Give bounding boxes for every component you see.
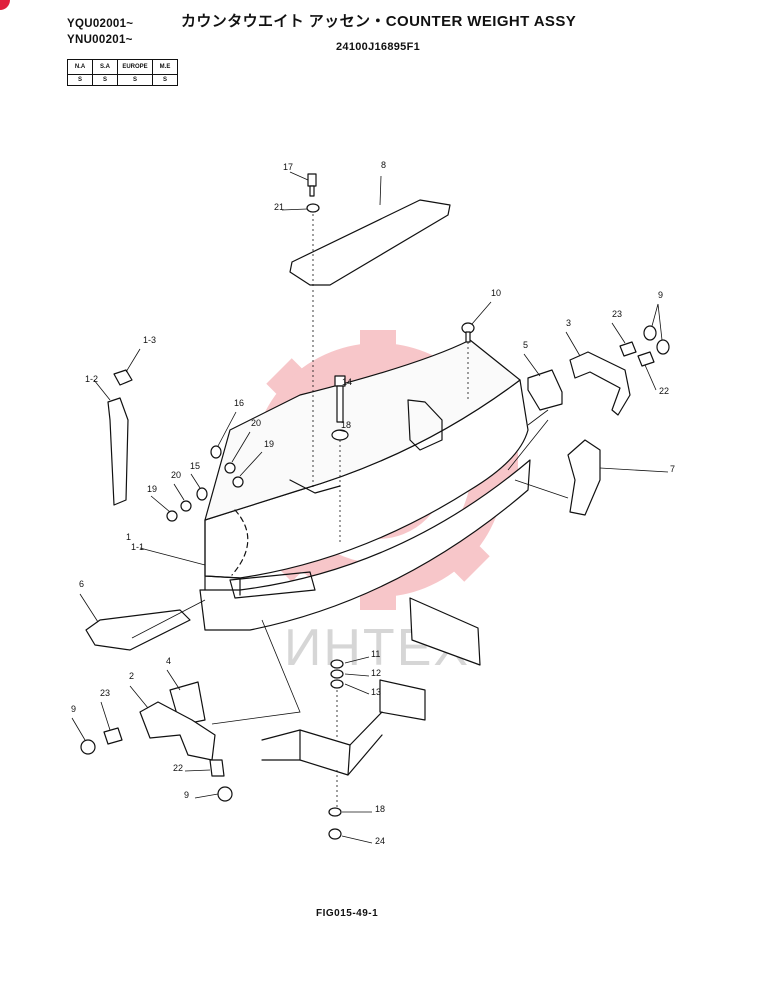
callout-label-7: 7	[670, 464, 675, 474]
part-code: 24100J16895F1	[336, 41, 421, 53]
plate-6	[85, 609, 191, 651]
callout-label-9: 9	[71, 704, 76, 714]
bolt-15	[196, 487, 208, 501]
callout-label-14: 14	[342, 377, 352, 387]
block-1-3	[113, 369, 133, 386]
counterweight-front-face	[204, 519, 241, 596]
washer-18-bottom	[328, 807, 342, 817]
washer-19-lower	[166, 510, 178, 522]
callout-label-18: 18	[375, 804, 385, 814]
callout-label-1-1: 1-1	[131, 542, 144, 552]
leader-lines	[71, 171, 669, 844]
callout-label-9: 9	[658, 290, 663, 300]
frame-rail-left	[261, 711, 383, 776]
callout-label-6: 6	[79, 579, 84, 589]
alignment-lines	[312, 214, 469, 808]
callout-label-20: 20	[251, 418, 261, 428]
callout-label-22: 22	[173, 763, 183, 773]
counterweight-recess	[229, 571, 316, 599]
liner-1-2	[107, 397, 129, 506]
frame-rail-center	[299, 729, 351, 776]
callout-label-24: 24	[375, 836, 385, 846]
serial-range-1: YQU02001~	[67, 18, 134, 30]
washer-20-lower	[180, 500, 192, 512]
counterweight-top-step	[289, 479, 341, 494]
counterweight-top	[204, 339, 521, 521]
bracket-7	[567, 439, 601, 516]
callout-label-2: 2	[129, 671, 134, 681]
callout-label-20: 20	[171, 470, 181, 480]
washer-19-upper	[232, 476, 244, 488]
shim-12	[330, 669, 344, 679]
washer-21	[306, 203, 320, 213]
nut-9-right-a	[643, 325, 657, 341]
bolt-22-left	[209, 759, 225, 777]
counterweight-lower-band	[199, 459, 531, 631]
callout-label-11: 11	[371, 649, 380, 659]
callout-label-23: 23	[100, 688, 110, 698]
frame-rail-right	[379, 679, 426, 721]
callout-label-18: 18	[341, 420, 351, 430]
callout-label-1: 1	[126, 532, 131, 542]
callout-label-1-3: 1-3	[143, 335, 156, 345]
corner-mark	[0, 0, 10, 10]
callout-label-19: 19	[147, 484, 157, 494]
bracket-5	[527, 369, 563, 411]
bolt-17	[307, 173, 317, 187]
callout-label-4: 4	[166, 656, 171, 666]
callout-label-17: 17	[283, 162, 293, 172]
bolt-16	[210, 445, 222, 459]
callout-label-13: 13	[371, 687, 381, 697]
callout-label-12: 12	[371, 668, 381, 678]
callout-label-15: 15	[190, 461, 200, 471]
market-table: N.A S.A EUROPE M.E S S S S	[67, 59, 178, 86]
nut-9-left	[80, 739, 96, 755]
nut-9-right-b	[656, 339, 670, 355]
callout-label-23: 23	[612, 309, 622, 319]
counterweight-slot	[407, 399, 443, 451]
shim-13	[330, 679, 344, 689]
callout-label-3: 3	[566, 318, 571, 328]
callout-label-19: 19	[264, 439, 274, 449]
callout-label-8: 8	[381, 160, 386, 170]
nut-9-bottom	[217, 786, 233, 802]
bolt-22-right	[637, 351, 655, 367]
page-title: カウンタウエイト アッセン・COUNTER WEIGHT ASSY	[181, 13, 577, 30]
hidden-edge	[231, 509, 249, 576]
shim-11	[330, 659, 344, 669]
callout-label-10: 10	[491, 288, 501, 298]
callout-labels: 17 8 21 10 9 23 3 5 22 1-3 1-2 14 16 18 20 19 15 20 19 7 11-…	[71, 160, 675, 846]
serial-range-2: YNU00201~	[67, 34, 133, 46]
callout-label-5: 5	[523, 340, 528, 350]
cap-10-stem	[465, 331, 471, 343]
bolt-14-shank	[336, 385, 344, 423]
callout-label-1-2: 1-2	[85, 374, 98, 384]
callout-label-22: 22	[659, 386, 669, 396]
bracket-3	[569, 351, 631, 416]
nut-24	[328, 828, 342, 840]
callout-label-21: 21	[274, 202, 284, 212]
callout-label-9: 9	[184, 790, 189, 800]
bolt-17-shank	[309, 185, 315, 197]
bolt-23-left	[103, 727, 123, 745]
frame-beam	[409, 597, 481, 666]
callout-label-16: 16	[234, 398, 244, 408]
bolt-23-right	[619, 341, 637, 357]
figure-id: FIG015-49-1	[316, 908, 379, 919]
washer-20-upper	[224, 462, 236, 474]
top-cover-plate	[289, 199, 451, 286]
market-value-na: S	[67, 74, 93, 86]
market-value-me: S	[152, 74, 178, 86]
